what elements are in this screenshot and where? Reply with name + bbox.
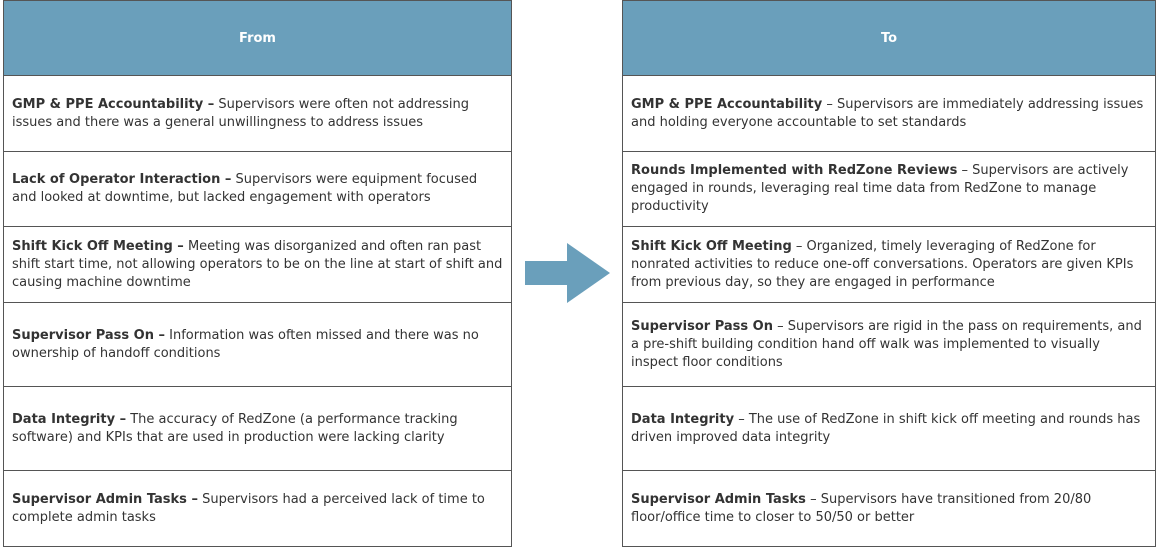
right-arrow-icon: [525, 243, 610, 303]
to-row-label: Shift Kick Off Meeting: [631, 238, 792, 254]
from-panel: From GMP & PPE Accountability – Supervis…: [3, 0, 512, 547]
to-row-label: Supervisor Pass On: [631, 318, 773, 334]
from-row-label: Shift Kick Off Meeting –: [12, 238, 184, 254]
from-row-label: Supervisor Admin Tasks –: [12, 491, 198, 507]
to-row-text: – Supervisors are rigid in the pass on r…: [631, 318, 1142, 370]
to-row: Shift Kick Off Meeting – Organized, time…: [622, 227, 1156, 303]
to-row: Rounds Implemented with RedZone Reviews …: [622, 152, 1156, 227]
to-row-text: – Supervisors are actively engaged in ro…: [631, 163, 1129, 214]
from-row-label: Data Integrity –: [12, 411, 127, 427]
from-row-text: Meeting was disorganized and often ran p…: [12, 238, 503, 290]
from-row-text: Supervisors had a perceived lack of time…: [12, 491, 485, 525]
to-row-label: Data Integrity: [631, 411, 735, 427]
from-row-text: Information was often missed and there w…: [12, 327, 479, 361]
to-row-text: – Organized, timely leveraging of RedZon…: [631, 238, 1134, 290]
to-row: Data Integrity – The use of RedZone in s…: [622, 387, 1156, 471]
from-row-text: Supervisors were equipment focused and l…: [12, 172, 478, 205]
from-row-text: The accuracy of RedZone (a performance t…: [12, 411, 458, 445]
to-row-label: Rounds Implemented with RedZone Reviews: [631, 163, 958, 178]
from-row: Data Integrity – The accuracy of RedZone…: [3, 387, 512, 471]
from-row: Shift Kick Off Meeting – Meeting was dis…: [3, 227, 512, 303]
from-row-label: Supervisor Pass On –: [12, 327, 165, 343]
from-row: GMP & PPE Accountability – Supervisors w…: [3, 76, 512, 152]
from-header: From: [3, 0, 512, 76]
from-row-label: GMP & PPE Accountability –: [12, 96, 215, 112]
from-row-text: Supervisors were often not addressing is…: [12, 96, 469, 130]
to-row-label: Supervisor Admin Tasks: [631, 491, 806, 507]
to-row-label: GMP & PPE Accountability: [631, 96, 823, 112]
from-row: Lack of Operator Interaction – Superviso…: [3, 152, 512, 227]
to-panel: To GMP & PPE Accountability – Supervisor…: [622, 0, 1156, 547]
to-row-text: – The use of RedZone in shift kick off m…: [631, 411, 1141, 445]
from-row-label: Lack of Operator Interaction –: [12, 172, 232, 187]
to-row-text: – Supervisors are immediately addressing…: [631, 96, 1144, 130]
to-header: To: [622, 0, 1156, 76]
to-row: Supervisor Admin Tasks – Supervisors hav…: [622, 471, 1156, 547]
from-row: Supervisor Pass On – Information was oft…: [3, 303, 512, 387]
from-row: Supervisor Admin Tasks – Supervisors had…: [3, 471, 512, 547]
to-row: GMP & PPE Accountability – Supervisors a…: [622, 76, 1156, 152]
to-row-text: – Supervisors have transitioned from 20/…: [631, 491, 1092, 525]
to-row: Supervisor Pass On – Supervisors are rig…: [622, 303, 1156, 387]
